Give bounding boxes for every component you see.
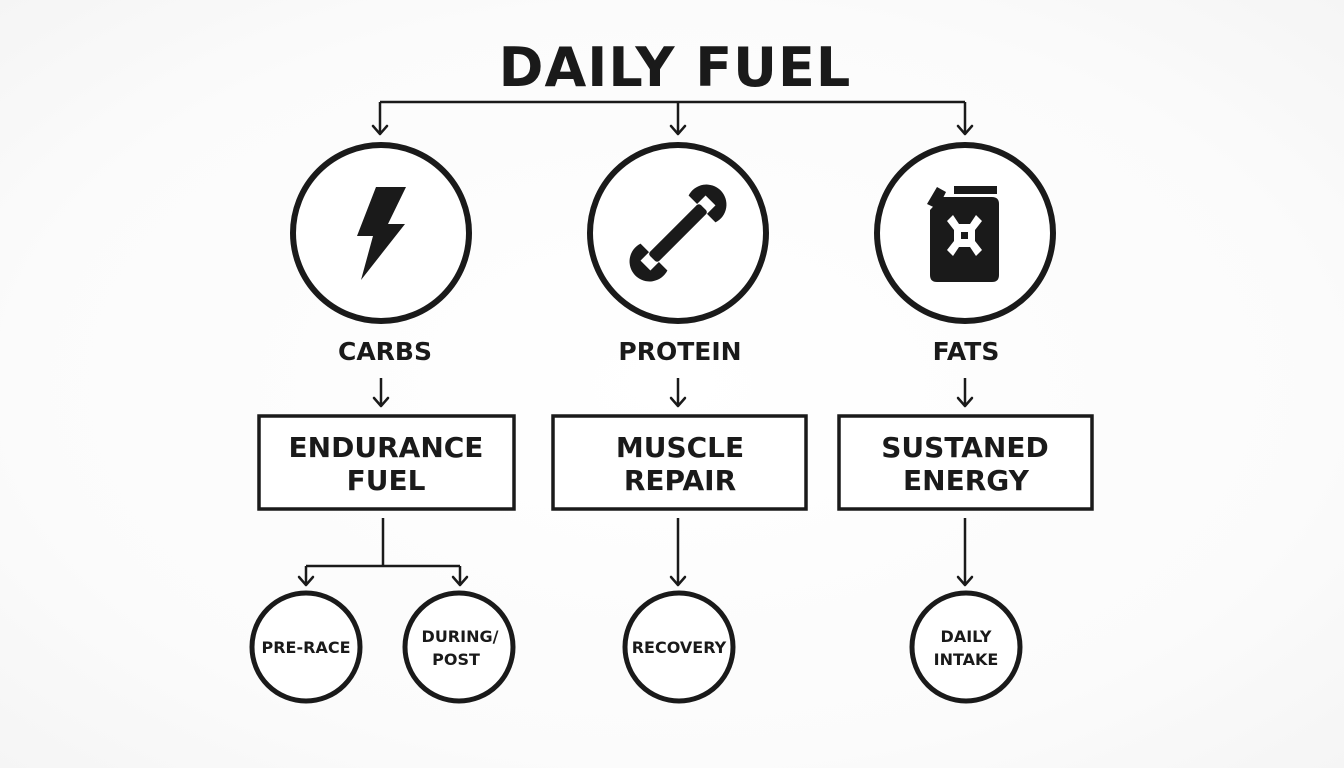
macro-fats: FATS SUSTANED ENERGY DAILY INTAKE xyxy=(837,142,1094,704)
macro-label-carbs: CARBS xyxy=(338,337,432,366)
benefit-line-1: ENDURANCE xyxy=(289,431,484,464)
timing-label: RECOVERY xyxy=(632,638,727,657)
timing-label: PRE-RACE xyxy=(262,638,351,657)
benefit-line-1: SUSTANED xyxy=(881,431,1048,464)
benefit-box-carbs xyxy=(257,414,516,511)
timing-label-line-1: DAILY xyxy=(941,627,992,646)
title-connector xyxy=(371,100,974,136)
diagram-title: DAILY FUEL xyxy=(499,36,852,99)
benefit-line-2: ENERGY xyxy=(903,464,1030,497)
jerry-can-icon xyxy=(927,186,999,282)
benefit-box-protein xyxy=(551,414,808,511)
benefit-line-1: MUSCLE xyxy=(616,431,744,464)
timing-label-line-2: INTAKE xyxy=(934,650,999,669)
benefit-box-fats xyxy=(837,414,1094,511)
benefit-line-2: FUEL xyxy=(347,464,426,497)
macro-label-protein: PROTEIN xyxy=(618,337,741,366)
timing-circle-during-post xyxy=(402,590,516,704)
macro-label-fats: FATS xyxy=(933,337,1000,366)
timing-label-line-1: DURING/ xyxy=(422,627,499,646)
macro-protein: PROTEIN MUSCLE REPAIR RECOVERY xyxy=(551,142,808,704)
lightning-bolt-icon xyxy=(357,187,406,280)
timing-circle-recovery xyxy=(622,590,736,704)
timing-circle-pre-race xyxy=(249,590,363,704)
timing-circle-daily-intake xyxy=(909,590,1023,704)
timing-label-line-2: POST xyxy=(432,650,480,669)
benefit-line-2: REPAIR xyxy=(624,464,736,497)
macro-carbs: CARBS ENDURANCE FUEL PRE-RACE DURING/ PO… xyxy=(249,142,516,704)
